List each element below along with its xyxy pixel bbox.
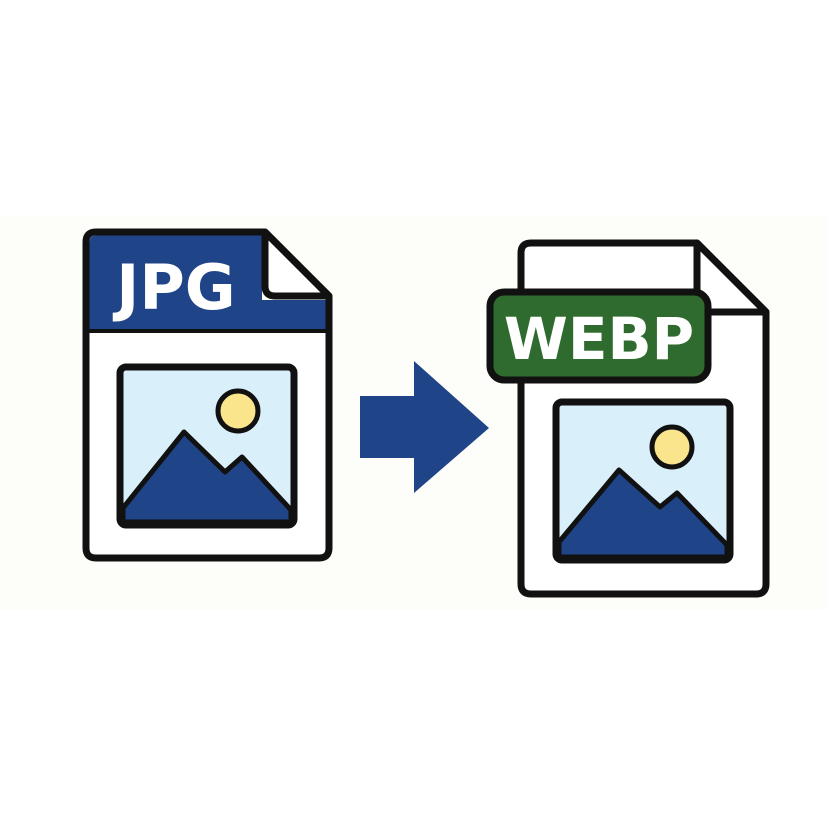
webp-format-label: WEBP	[504, 305, 694, 373]
webp-sun-icon	[649, 424, 695, 470]
jpg-mountains-icon	[120, 429, 294, 525]
right-arrow-icon	[360, 361, 489, 493]
jpg-format-label: JPG	[112, 251, 235, 324]
webp-format-badge	[486, 288, 712, 384]
jpg-file-fold	[261, 228, 333, 300]
webp-mountains-icon	[556, 467, 730, 560]
jpg-picture-icon	[116, 363, 298, 529]
webp-file-icon: WEBP	[486, 239, 770, 598]
webp-picture-icon	[552, 398, 734, 564]
jpg-file-header	[89, 235, 326, 331]
jpg-sun-icon	[215, 388, 261, 434]
jpg-file-icon: JPG	[82, 228, 333, 562]
